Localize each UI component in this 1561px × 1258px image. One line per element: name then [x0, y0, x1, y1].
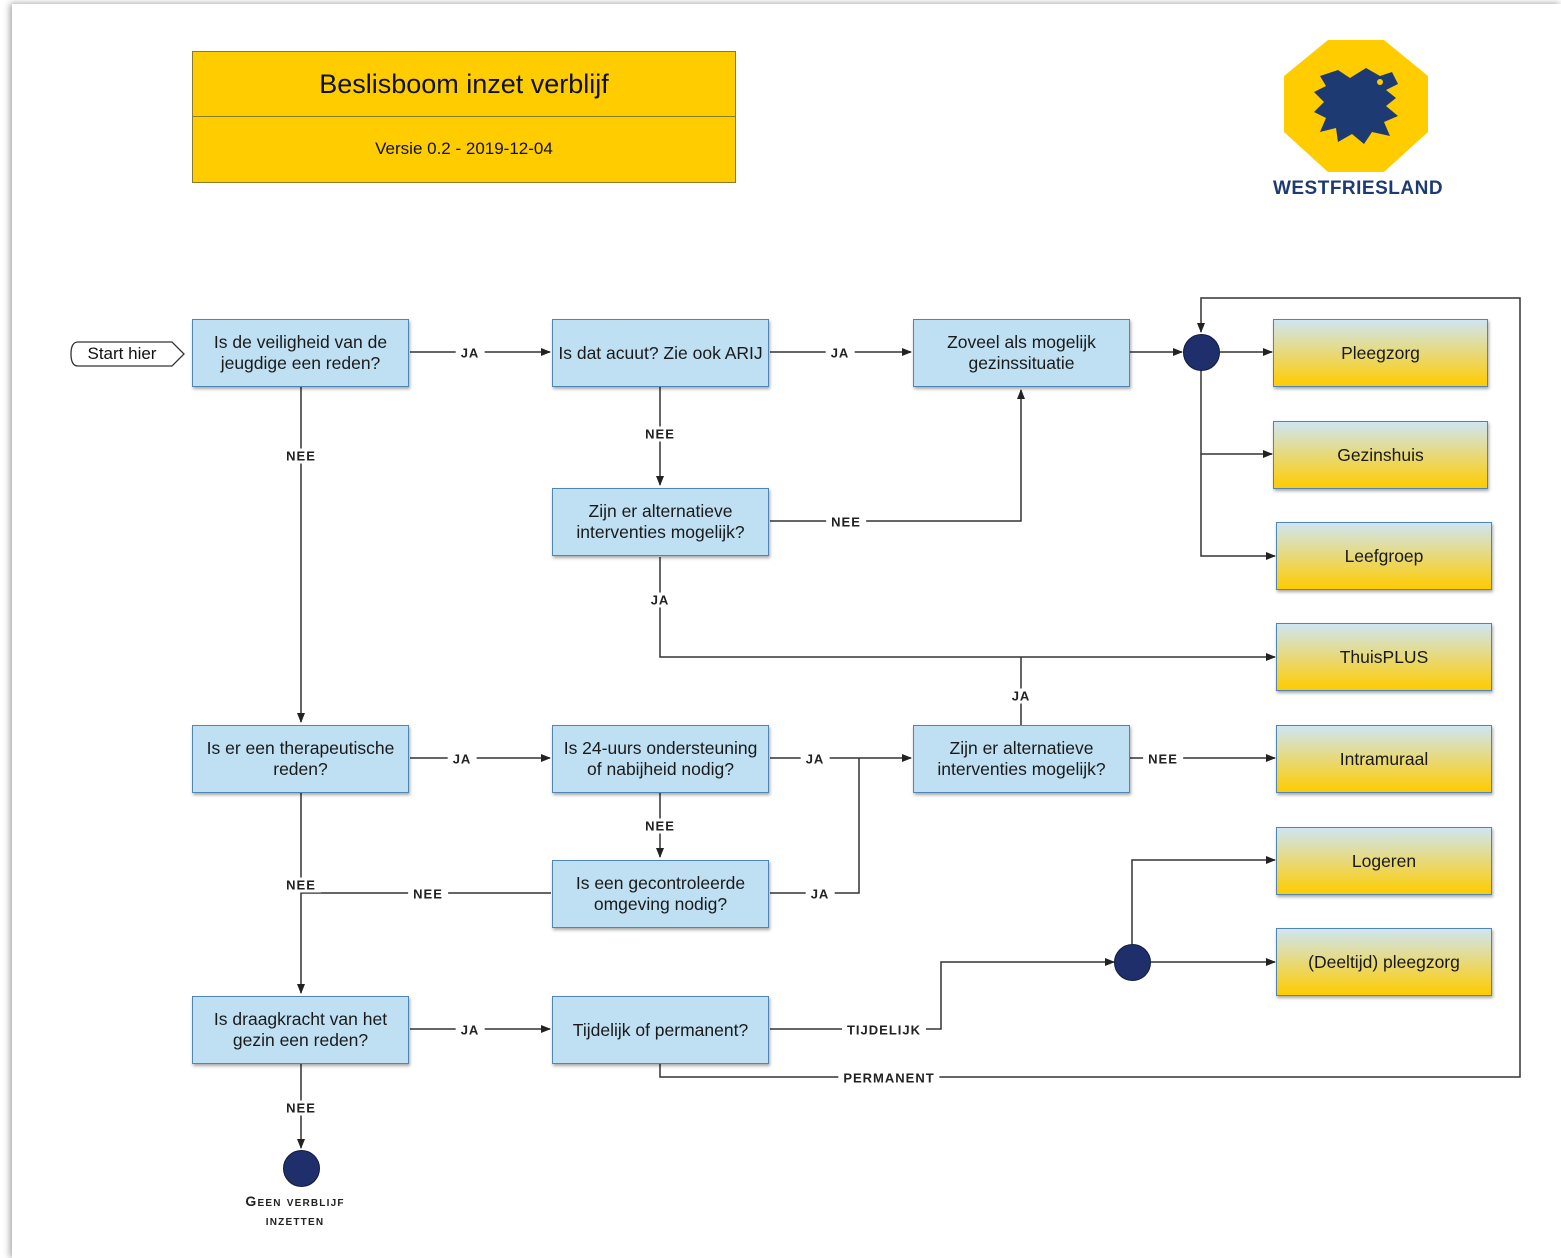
edge-label-nee: NEE	[640, 426, 680, 442]
diagram-title: Beslisboom inzet verblijf	[193, 52, 735, 117]
end-label: Geen verblijf inzetten	[200, 1192, 390, 1230]
edge-hub-gezinshuis	[1200, 370, 1273, 458]
edge-label-nee: NEE	[640, 818, 680, 834]
edge-hub-leefgroep	[1200, 454, 1276, 560]
outcome-deeltijd-pleegzorg: (Deeltijd) pleegzorg	[1276, 928, 1492, 996]
question-acuut: Is dat acuut? Zie ook ARIJ	[552, 319, 769, 387]
edge-label-permanent: PERMANENT	[838, 1070, 940, 1086]
outcome-gezinshuis: Gezinshuis	[1273, 421, 1488, 489]
edge-label-nee: NEE	[281, 1100, 321, 1116]
edge-label-tijdelijk: TIJDELIJK	[841, 1022, 927, 1038]
end-label-line2: inzetten	[265, 1212, 325, 1228]
edge-tijdelijk-hub2	[770, 958, 1115, 1030]
outcome-thuisplus: ThuisPLUS	[1276, 623, 1492, 691]
outcome-leefgroep: Leefgroep	[1276, 522, 1492, 590]
edge-label-ja: JA	[447, 751, 477, 767]
edge-label-nee: NEE	[281, 448, 321, 464]
logo-text: WESTFRIESLAND	[1272, 178, 1444, 199]
title-block: Beslisboom inzet verblijf Versie 0.2 - 2…	[192, 51, 736, 183]
edge-label-ja: JA	[1006, 688, 1036, 704]
edge-alternatief1-thuisplus	[659, 557, 1276, 661]
outcome-intramuraal: Intramuraal	[1276, 725, 1492, 793]
end-dot	[283, 1150, 320, 1187]
junction-dot-top	[1183, 334, 1220, 371]
edge-label-nee: NEE	[1143, 751, 1183, 767]
edge-label-ja: JA	[800, 751, 830, 767]
question-alternatief-2: Zijn er alternatieve interventies mogeli…	[913, 725, 1130, 793]
node-zoveel-gezinssituatie: Zoveel als mogelijk gezinssituatie	[913, 319, 1130, 387]
question-tijdelijk-permanent: Tijdelijk of permanent?	[552, 996, 769, 1064]
edge-alternatief1-zoveel	[770, 389, 1025, 522]
end-label-line1: Geen verblijf	[245, 1193, 345, 1209]
question-draagkracht: Is draagkracht van het gezin een reden?	[192, 996, 409, 1064]
start-node: Start hier	[70, 341, 186, 367]
outcome-logeren: Logeren	[1276, 827, 1492, 895]
edge-label-ja: JA	[805, 886, 835, 902]
edge-gecontroleerd-alternatief2	[770, 758, 860, 894]
edge-label-ja: JA	[645, 592, 675, 608]
edge-label-nee: NEE	[826, 514, 866, 530]
start-label: Start hier	[87, 344, 157, 363]
edge-label-ja: JA	[455, 1022, 485, 1038]
edge-permanent-loop	[659, 297, 1521, 1078]
edge-label-ja: JA	[825, 345, 855, 361]
question-veiligheid: Is de veiligheid van de jeugdige een red…	[192, 319, 409, 387]
edge-label-nee: NEE	[281, 877, 321, 893]
outcome-pleegzorg: Pleegzorg	[1273, 319, 1488, 387]
edge-label-ja: JA	[455, 345, 485, 361]
question-therapeutisch: Is er een therapeutische reden?	[192, 725, 409, 793]
start-arrow-icon	[70, 341, 185, 367]
question-gecontroleerd: Is een gecontroleerde omgeving nodig?	[552, 860, 769, 928]
edge-label-nee: NEE	[408, 886, 448, 902]
diagram-version: Versie 0.2 - 2019-12-04	[375, 139, 553, 158]
lion-shield-icon	[1284, 40, 1428, 172]
junction-dot-bottom	[1114, 944, 1151, 981]
question-24-uurs: Is 24-uurs ondersteuning of nabijheid no…	[552, 725, 769, 793]
edge-hub2-logeren	[1131, 856, 1276, 944]
question-alternatief-1: Zijn er alternatieve interventies mogeli…	[552, 488, 769, 556]
